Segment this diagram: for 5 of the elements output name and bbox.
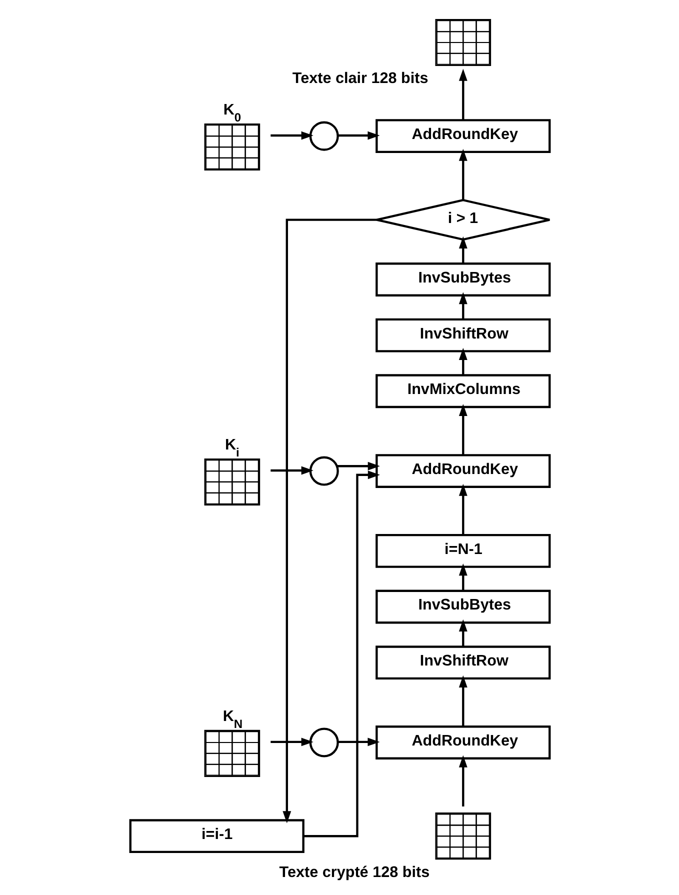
node-label: K$_{N}$ <box>222 708 242 731</box>
node-label: K$_{i}$ <box>224 436 239 460</box>
node-label: K$_{0}$ <box>222 101 241 124</box>
node-label: Texte clair 128 bits <box>292 70 428 88</box>
node-label: Texte crypté 128 bits <box>278 864 430 881</box>
